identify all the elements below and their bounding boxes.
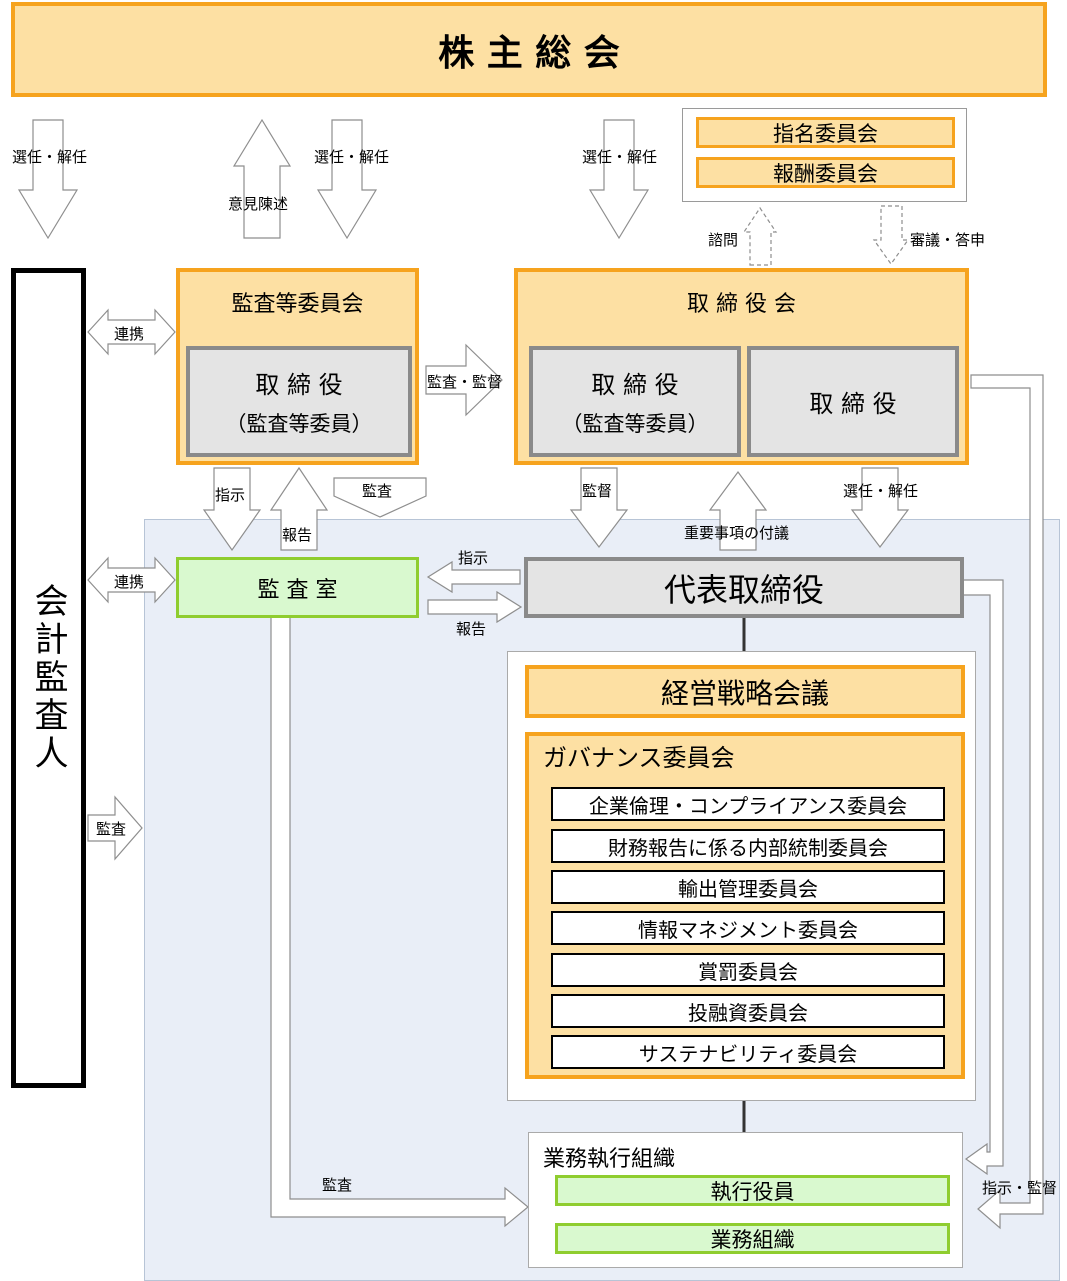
director-label: 取 締 役 bbox=[255, 371, 343, 399]
arrow-important-matters bbox=[708, 470, 768, 551]
label-opinion: 意見陳述 bbox=[228, 195, 289, 213]
compensation-committee-label: 報酬委員会 bbox=[773, 161, 878, 186]
director-label: 取 締 役 bbox=[809, 390, 897, 418]
business-execution-org-title: 業務執行組織 bbox=[543, 1147, 676, 1172]
label-elect-audit-committee: 選任・解任 bbox=[314, 148, 390, 166]
label-audit-wide: 監査 bbox=[362, 482, 393, 500]
arrow-board-supervise bbox=[970, 374, 1044, 1230]
arrow-rep-supervise bbox=[962, 579, 1004, 1176]
business-execution-org: 業務執行組織 執行役員 業務組織 bbox=[528, 1132, 963, 1268]
accounting-auditor-label: 会計監査人 bbox=[28, 583, 68, 773]
board-director: 取 締 役 bbox=[747, 346, 959, 457]
executive-officers: 執行役員 bbox=[555, 1175, 950, 1206]
label-audit-supervise: 監査・監督 bbox=[427, 373, 503, 391]
arrow-report-right bbox=[427, 590, 523, 624]
committee-item: 賞罰委員会 bbox=[551, 953, 945, 987]
committee-item: 企業倫理・コンプライアンス委員会 bbox=[551, 787, 945, 821]
label-elect-board: 選任・解任 bbox=[582, 148, 658, 166]
audit-office: 監 査 室 bbox=[176, 557, 419, 618]
audit-committee-title: 監査等委員会 bbox=[231, 292, 364, 317]
audit-office-label: 監 査 室 bbox=[257, 577, 338, 603]
label-report-up: 報告 bbox=[282, 526, 313, 544]
label-instruct-supervise: 指示・監督 bbox=[982, 1179, 1058, 1197]
arrow-cooperate-mid bbox=[87, 556, 176, 604]
label-elect-auditor: 選任・解任 bbox=[12, 148, 88, 166]
governance-committee: ガバナンス委員会 企業倫理・コンプライアンス委員会 財務報告に係る内部統制委員会… bbox=[525, 732, 965, 1079]
label-supervise: 監督 bbox=[582, 482, 613, 500]
arrow-opinion bbox=[232, 118, 292, 239]
shareholders-meeting: 株 主 総 会 bbox=[11, 2, 1047, 97]
label-instruct-down: 指示 bbox=[215, 486, 246, 504]
audit-committee-director: 取 締 役 （監査等委員） bbox=[186, 346, 412, 457]
arrow-cooperate-top bbox=[87, 308, 176, 356]
label-cooperate-mid: 連携 bbox=[114, 573, 145, 591]
arrow-office-audit bbox=[270, 616, 529, 1228]
arrow-audit-wide bbox=[333, 477, 427, 518]
nominating-committee-label: 指名委員会 bbox=[773, 121, 878, 146]
label-cooperate-top: 連携 bbox=[114, 325, 145, 343]
business-units: 業務組織 bbox=[555, 1223, 950, 1254]
executive-officers-label: 執行役員 bbox=[710, 1179, 795, 1204]
board-of-directors: 取 締 役 会 取 締 役 （監査等委員） 取 締 役 bbox=[514, 268, 969, 465]
compensation-committee: 報酬委員会 bbox=[696, 157, 955, 188]
director-role-label: （監査等委員） bbox=[561, 412, 709, 436]
arrow-instruct-left bbox=[426, 560, 521, 594]
label-elect-director: 選任・解任 bbox=[843, 482, 919, 500]
label-instruct-left: 指示 bbox=[458, 549, 489, 567]
director-label: 取 締 役 bbox=[591, 371, 679, 399]
label-office-audit: 監査 bbox=[322, 1176, 353, 1194]
shareholders-meeting-label: 株 主 総 会 bbox=[438, 32, 620, 74]
label-deliberate: 審議・答申 bbox=[910, 231, 986, 249]
representative-director-label: 代表取締役 bbox=[663, 570, 824, 609]
label-report-right: 報告 bbox=[456, 620, 487, 638]
arrow-elect-board bbox=[588, 119, 650, 240]
committee-item: サステナビリティ委員会 bbox=[551, 1035, 945, 1069]
governance-committee-title: ガバナンス委員会 bbox=[543, 744, 735, 772]
management-strategy-meeting: 経営戦略会議 bbox=[525, 665, 965, 718]
label-important-matters: 重要事項の付議 bbox=[684, 524, 790, 542]
committee-item: 輸出管理委員会 bbox=[551, 870, 945, 904]
business-units-label: 業務組織 bbox=[710, 1227, 795, 1252]
accounting-auditor: 会計監査人 bbox=[11, 268, 86, 1088]
arrow-auditor-audit bbox=[87, 795, 143, 861]
label-consult: 諮問 bbox=[708, 231, 739, 249]
director-role-label: （監査等委員） bbox=[225, 412, 373, 436]
arrow-instruct-down bbox=[202, 467, 262, 552]
committee-item: 財務報告に係る内部統制委員会 bbox=[551, 829, 945, 863]
committee-item: 投融資委員会 bbox=[551, 994, 945, 1028]
board-director-audit-committee: 取 締 役 （監査等委員） bbox=[529, 346, 741, 457]
management-strategy-meeting-label: 経営戦略会議 bbox=[660, 676, 829, 710]
representative-director: 代表取締役 bbox=[524, 557, 964, 618]
audit-committee: 監査等委員会 取 締 役 （監査等委員） bbox=[176, 268, 419, 465]
arrow-elect-audit-committee bbox=[316, 119, 378, 240]
committee-item: 情報マネジメント委員会 bbox=[551, 911, 945, 945]
arrow-elect-auditor bbox=[17, 119, 79, 240]
arrow-consult bbox=[742, 206, 778, 266]
arrow-report-up bbox=[269, 466, 329, 551]
label-auditor-audit: 監査 bbox=[96, 820, 127, 838]
arrow-deliberate bbox=[872, 205, 910, 266]
arrow-audit-supervise bbox=[425, 343, 503, 417]
nominating-committee: 指名委員会 bbox=[696, 117, 955, 148]
arrow-supervise bbox=[569, 467, 629, 548]
board-title: 取 締 役 会 bbox=[687, 292, 796, 317]
arrow-elect-director bbox=[850, 467, 910, 548]
